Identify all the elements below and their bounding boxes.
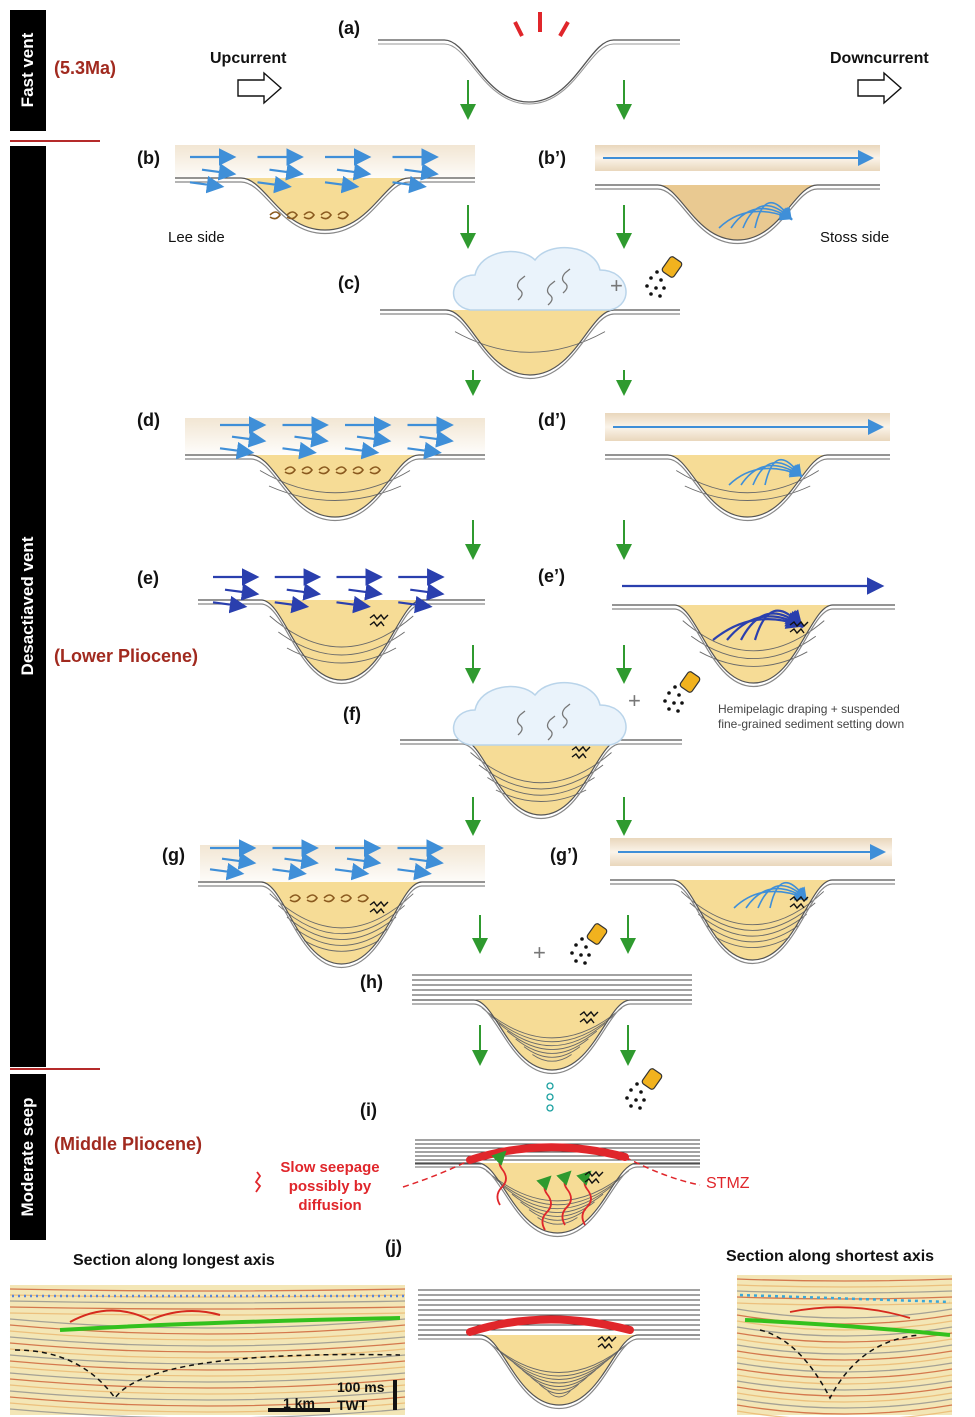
downcurrent-arrow-icon — [858, 73, 901, 103]
panel-f-plus: + — [628, 688, 641, 713]
panel-e2-fill — [674, 605, 832, 683]
bubble-icon-1 — [547, 1094, 553, 1100]
panel-i-sediment-bucket-icon-grain-5 — [642, 1098, 646, 1102]
panel-h-sediment-bucket-icon-grain-4 — [579, 953, 583, 957]
seepage-squiggle-icon — [256, 1172, 260, 1192]
panel-c-sediment-bucket-icon — [661, 256, 683, 279]
panel-j-fill — [480, 1335, 638, 1405]
panel-e-fill — [261, 600, 422, 680]
panel-i-fill — [478, 1163, 638, 1233]
panel-b2-sediment — [658, 185, 818, 240]
panel-c-sediment-bucket-icon-grain-4 — [654, 286, 658, 290]
panel-h-sediment-bucket-icon-grain-2 — [584, 945, 588, 949]
panel-h-sediment-bucket-icon-grain-3 — [570, 951, 574, 955]
panel-i-sediment-bucket-icon-grain-2 — [639, 1090, 643, 1094]
panel-f-sediment-bucket-icon-grain-6 — [667, 707, 671, 711]
panel-i-sediment-bucket-icon-grain-4 — [634, 1098, 638, 1102]
panel-h-sediment-bucket-icon-grain-1 — [574, 943, 578, 947]
panel-h-sediment-bucket-icon — [586, 923, 608, 946]
panel-b-eddy-0 — [270, 212, 280, 219]
panel-h-plus: + — [533, 940, 546, 965]
panel-f-sediment-bucket-icon-grain-0 — [673, 685, 677, 689]
panel-c-plus: + — [610, 273, 623, 298]
panel-f-sediment-bucket-icon-grain-7 — [676, 709, 680, 713]
panel-c-sediment-bucket-icon-grain-1 — [649, 276, 653, 280]
panel-g-water — [200, 845, 485, 887]
bubble-icon-2 — [547, 1105, 553, 1111]
panel-i-sediment-bucket-icon-grain-7 — [638, 1106, 642, 1110]
upcurrent-arrow-icon — [238, 73, 281, 103]
panel-c-cloud — [454, 248, 626, 310]
panel-c-fill — [446, 310, 614, 375]
panel-h-sediment-bucket-icon-grain-0 — [580, 937, 584, 941]
panel-b-water — [175, 145, 475, 183]
panel-f-sediment-bucket-icon-grain-3 — [663, 699, 667, 703]
panel-h-sediment-bucket-icon-grain-7 — [583, 961, 587, 965]
panel-i-sediment-bucket-icon — [641, 1068, 663, 1091]
panel-c-sediment-bucket-icon-grain-3 — [645, 284, 649, 288]
panel-e-current-r1c0 — [225, 590, 255, 594]
eruption-icon-ray-2 — [560, 22, 568, 36]
panel-a-seabed — [378, 40, 680, 102]
panel-c-sediment-bucket-icon-grain-6 — [649, 292, 653, 296]
panel-f-sediment-bucket-icon-grain-1 — [667, 691, 671, 695]
panel-c-sediment-bucket-icon-grain-0 — [655, 270, 659, 274]
panel-i-sediment-bucket-icon-grain-6 — [629, 1104, 633, 1108]
scalebar-time: 100 ms — [337, 1379, 384, 1395]
eruption-icon-ray-0 — [515, 22, 522, 36]
panel-f-sediment-bucket-icon-grain-4 — [672, 701, 676, 705]
panel-i-sediment-bucket-icon-grain-0 — [635, 1082, 639, 1086]
panel-f-sediment-bucket-icon — [679, 671, 701, 694]
panel-d2-fill — [668, 455, 828, 517]
panel-d-fill — [251, 455, 419, 517]
panel-b-sediment — [241, 178, 409, 230]
panel-c-sediment-bucket-icon-grain-2 — [659, 278, 663, 282]
panel-f-sediment-bucket-icon-grain-2 — [677, 693, 681, 697]
panel-f-sediment-bucket-icon-grain-5 — [680, 701, 684, 705]
panel-c-sediment-bucket-icon-grain-5 — [662, 286, 666, 290]
panel-e-current-r1c2 — [349, 590, 379, 594]
panel-f-fill — [462, 740, 620, 815]
panel-i-stmz-dash-right — [625, 1157, 700, 1185]
panel-e-current-r1c1 — [287, 590, 317, 594]
panel-i-stmz-band — [470, 1147, 625, 1160]
scalebar-distance: 1 km — [283, 1395, 315, 1411]
panel-h-fill — [474, 1000, 631, 1070]
panel-e-current-r1c3 — [410, 590, 440, 594]
scalebar-time-unit: TWT — [337, 1397, 367, 1413]
bubble-icon-0 — [547, 1083, 553, 1089]
panel-c-sediment-bucket-icon-grain-7 — [658, 294, 662, 298]
panel-a-seabed-2 — [378, 44, 680, 104]
panel-i-sediment-bucket-icon-grain-1 — [629, 1088, 633, 1092]
panel-i-sediment-bucket-icon-grain-3 — [625, 1096, 629, 1100]
panel-f-cloud — [454, 683, 626, 745]
panel-h-sediment-bucket-icon-grain-6 — [574, 959, 578, 963]
panel-h-sediment-bucket-icon-grain-5 — [587, 953, 591, 957]
